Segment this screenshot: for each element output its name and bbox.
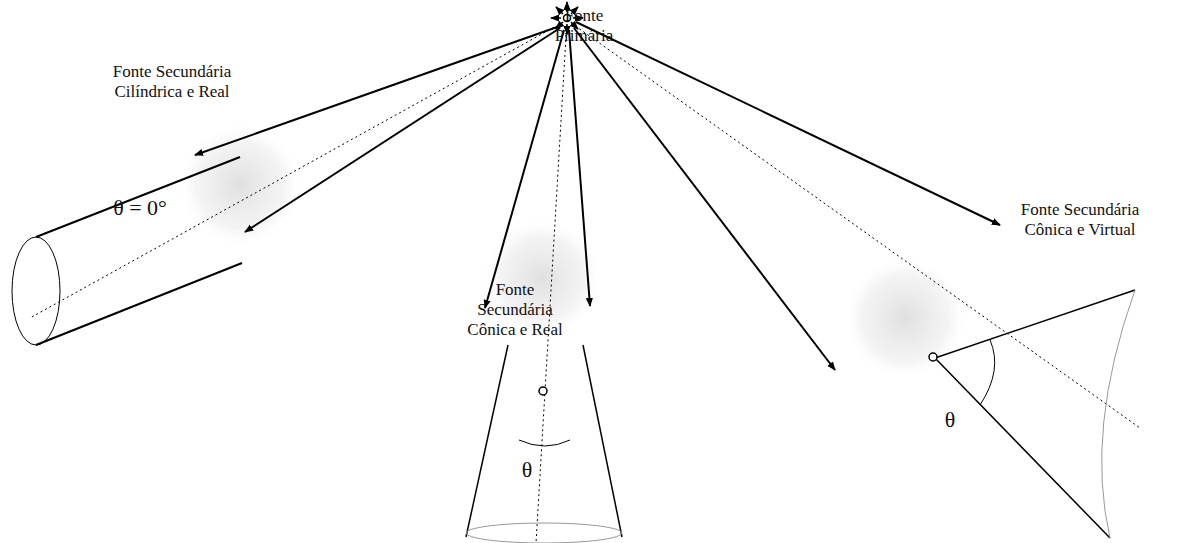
ray-arrow	[485, 30, 564, 308]
ray-arrow	[569, 30, 590, 306]
source-label: Fonte Secundária Cilíndrica e Real	[92, 62, 252, 102]
virtual-cone	[929, 290, 1135, 538]
ray-arrow	[574, 28, 835, 370]
ray-arrow	[576, 22, 1000, 225]
angle-label: θ	[935, 408, 965, 432]
angle-label: θ = 0°	[95, 196, 185, 220]
source-label: Fonte Secundária Cônica e Virtual	[1000, 200, 1160, 240]
source-label: Fonte Secundária Cônica e Real	[460, 280, 570, 340]
axis-line	[30, 20, 567, 318]
wavefront-blob	[843, 256, 967, 380]
ray-arrow	[195, 26, 560, 155]
ray-arrow	[245, 28, 560, 232]
angle-label: θ	[512, 458, 542, 482]
wavefront-blob	[178, 123, 302, 247]
real-cone	[466, 345, 622, 543]
source-label: Fonte Primária	[544, 6, 624, 46]
cylinder	[12, 157, 242, 345]
axis-line	[536, 20, 567, 543]
